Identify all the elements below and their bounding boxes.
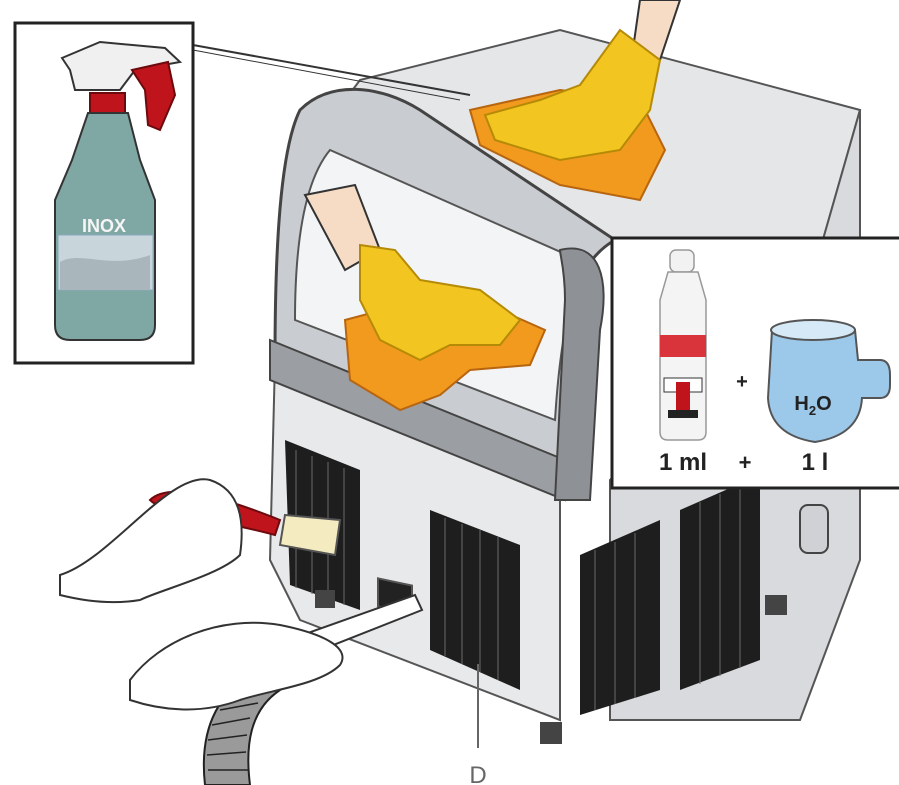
spray-bottle-label: INOX <box>82 216 126 236</box>
hand-brush <box>60 479 242 602</box>
foot-front-left <box>315 590 335 608</box>
spray-collar <box>90 93 125 113</box>
plus-sign-top: + <box>736 371 748 393</box>
side-handle <box>800 505 828 553</box>
dilution-inset: + H2O 1 ml + 1 l <box>612 238 899 488</box>
plus-sign-bottom: + <box>739 450 752 475</box>
hand-vacuum <box>130 623 343 710</box>
foot-front-right <box>540 722 562 744</box>
side-grille-1 <box>580 520 660 715</box>
callout-d-label: D <box>469 762 486 785</box>
detergent-amount: 1 ml <box>659 449 707 476</box>
water-amount: 1 l <box>802 449 829 476</box>
hand-with-vacuum <box>130 595 422 785</box>
foot-back-right <box>765 595 787 615</box>
detergent-bottle-icon <box>660 250 706 440</box>
